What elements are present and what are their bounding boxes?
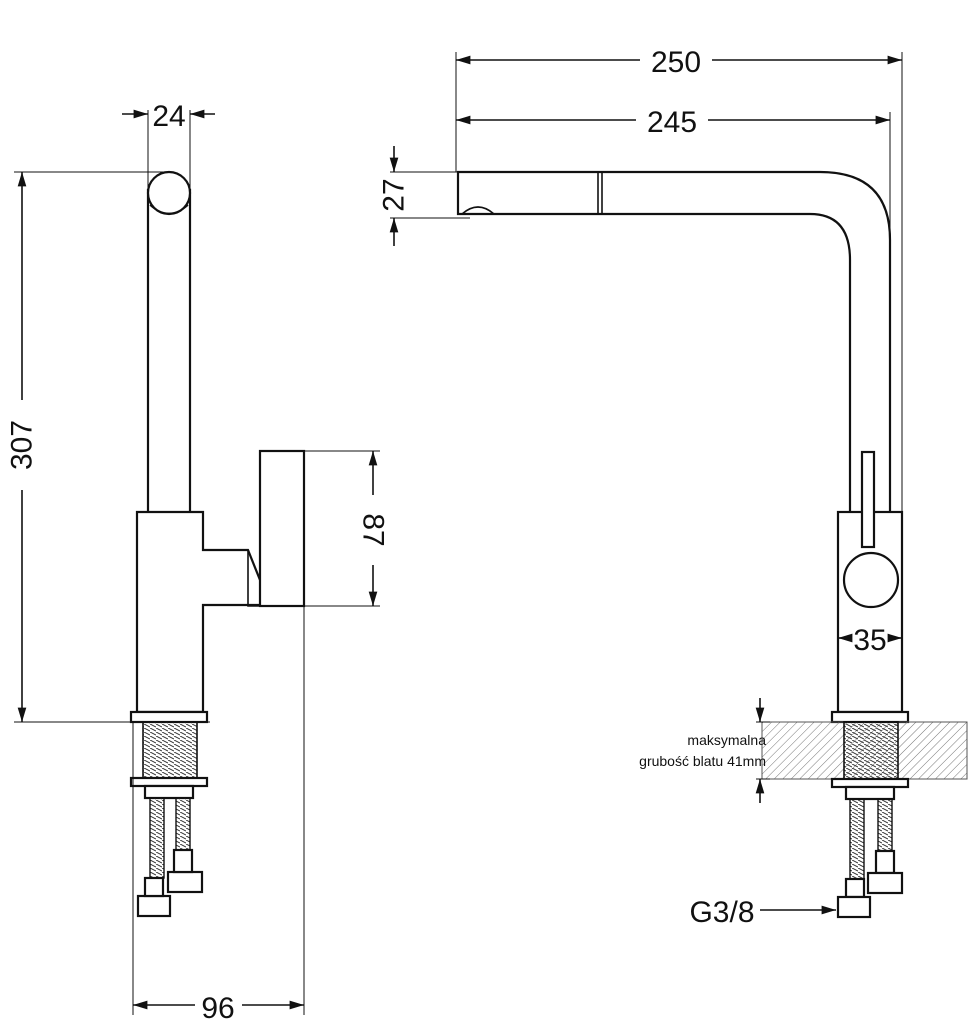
front-connector-left (836, 895, 872, 919)
side-nut (129, 776, 209, 788)
dim-spout-height: 27 (378, 178, 411, 211)
side-base-flange (129, 710, 209, 724)
side-view (129, 170, 306, 918)
side-handle-joint (247, 550, 262, 607)
dim-height-total: 307 (6, 420, 39, 470)
side-aerator (149, 204, 189, 215)
front-spout (456, 170, 892, 517)
front-aerator (461, 206, 495, 215)
front-handle-knob (842, 551, 900, 609)
front-view (456, 170, 968, 919)
front-threaded-shank (843, 721, 899, 781)
side-hose-left (149, 797, 165, 879)
side-connector-left (136, 894, 172, 918)
side-hose-collar (143, 784, 195, 800)
front-connector-right-neck (874, 849, 896, 875)
front-hose-collar (844, 785, 896, 801)
dim-spout-reach: 245 (647, 106, 697, 139)
side-connector-right (166, 870, 204, 894)
front-nut (830, 777, 910, 789)
front-lever (860, 450, 876, 549)
dim-spout-reach-total: 250 (651, 46, 701, 79)
side-handle (258, 449, 306, 608)
side-connector-right-neck (172, 848, 194, 874)
countertop-note-line1: maksymalna (687, 732, 766, 748)
front-connector-left-neck (844, 877, 866, 899)
dim-connection-thread: G3/8 (689, 896, 754, 929)
side-spout-column (146, 188, 192, 517)
front-hose-left (849, 798, 865, 880)
side-threaded-shank (142, 721, 198, 781)
countertop-note-line2: grubość blatu 41mm (639, 753, 766, 769)
dim-handle-height: 87 (357, 513, 390, 546)
front-base-flange (830, 710, 910, 724)
side-body (135, 510, 264, 714)
dim-body-diameter: 35 (853, 624, 886, 657)
side-view-dimensions: 24 307 87 96 (6, 100, 390, 1024)
front-connector-right (866, 871, 904, 895)
front-hose-right (877, 798, 893, 852)
dim-width-top: 24 (152, 100, 185, 133)
front-view-dimensions: 250 245 27 35 maksymalna grubość blatu 4… (378, 46, 903, 929)
side-hose-right (175, 797, 191, 851)
dim-base-width: 96 (201, 992, 234, 1024)
side-connector-left-neck (143, 876, 165, 898)
